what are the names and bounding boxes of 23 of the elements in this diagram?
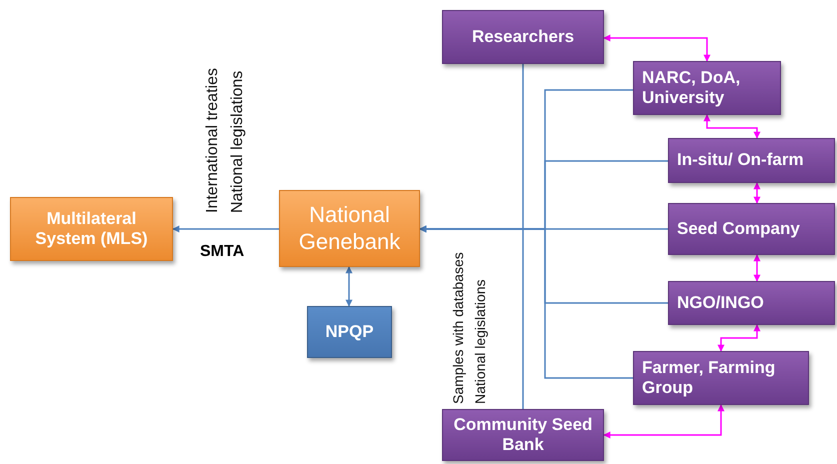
process-box: NARC, DoA, University <box>633 61 781 115</box>
connector-arrow <box>172 226 279 232</box>
connector-arrow <box>754 182 760 204</box>
vertical-note: Samples with databases <box>450 251 466 404</box>
vertical-note: National legislations <box>472 278 488 404</box>
process-box: Seed Company <box>668 203 835 255</box>
process-box: NPQP <box>307 306 392 358</box>
process-box: In-situ/ On-farm <box>668 138 835 183</box>
vertical-note: National legislations <box>229 70 247 213</box>
process-box: Farmer, Farming Group <box>633 351 809 405</box>
process-box: Community Seed Bank <box>442 409 604 461</box>
process-box: Multilateral System (MLS) <box>10 197 173 261</box>
connector-arrow <box>346 266 352 307</box>
connector-arrow <box>718 324 760 352</box>
vertical-note: International treaties <box>204 67 222 213</box>
connector-arrow <box>419 226 524 409</box>
connector-arrow <box>754 254 760 282</box>
process-box: National Genebank <box>279 190 420 267</box>
connector-arrow <box>704 114 760 139</box>
connector-arrow <box>603 34 710 62</box>
process-box: NGO/INGO <box>668 281 835 325</box>
process-box: Researchers <box>442 10 604 64</box>
connector-arrow <box>603 404 724 438</box>
